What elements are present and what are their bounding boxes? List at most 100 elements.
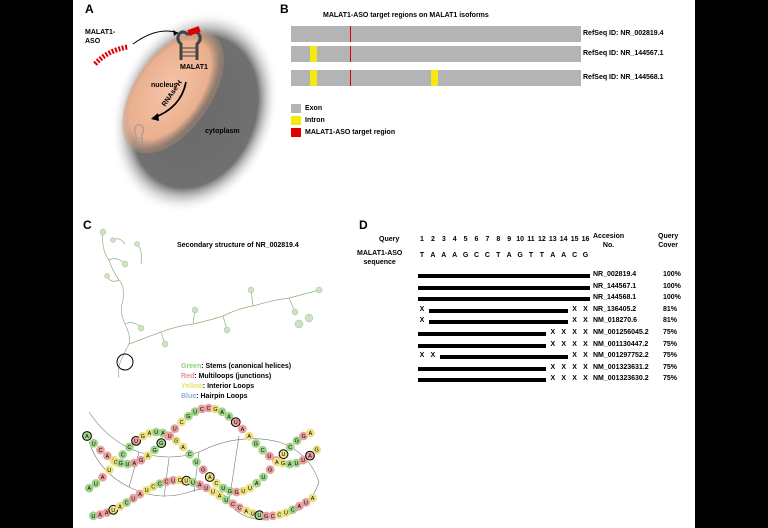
nucleotide-letter: U xyxy=(126,462,130,468)
nucleotide-node xyxy=(143,451,153,461)
legend-red: Red: Multiloops (junctions) xyxy=(181,373,271,380)
nucleotide-node xyxy=(218,483,228,493)
nucleotide-letter: C xyxy=(215,481,219,487)
nucleus-ellipse xyxy=(122,30,224,154)
nucleotide-letter: U xyxy=(107,468,111,474)
aso-icon xyxy=(93,44,129,66)
nucleotide-node xyxy=(232,487,242,497)
legend-blue-text: : Hairpin Loops xyxy=(196,393,248,400)
query-number: 7 xyxy=(485,236,490,243)
nucleotide-letter: U xyxy=(267,454,271,460)
aso-nucleotide: A xyxy=(441,252,447,259)
nucleotide-node xyxy=(138,431,148,441)
nucleotide-letter: C xyxy=(238,506,242,512)
aso-nucleotide: C xyxy=(572,252,578,259)
nucleotide-letter: A xyxy=(161,431,165,437)
query-number: 12 xyxy=(537,236,546,243)
nucleotide-letter: U xyxy=(295,461,299,467)
nucleotide-letter: G xyxy=(301,434,305,440)
row-cover: 75% xyxy=(663,363,678,371)
query-number: 13 xyxy=(548,236,557,243)
query-number: 15 xyxy=(570,236,579,243)
nucleotide-letter: C xyxy=(180,420,184,426)
nucleotide-node xyxy=(241,506,251,516)
row-accession: NM_001323631.2 xyxy=(593,363,649,371)
intron-mark-2 xyxy=(310,46,317,62)
aso-nucleotide: T xyxy=(496,252,501,259)
legend-red-key: Red xyxy=(181,373,195,380)
legend-yellow-text: : Interior Loops xyxy=(202,383,255,390)
nucleotide-node xyxy=(305,450,315,461)
nucleotide-node xyxy=(238,486,248,496)
legend-intron-label: Intron xyxy=(305,117,325,124)
legend-blue: Blue: Hairpin Loops xyxy=(181,393,248,400)
mismatch-mark: X xyxy=(572,340,577,348)
nucleotide-letter: A xyxy=(105,511,109,517)
alignment-bar xyxy=(439,355,568,360)
nucleotide-node xyxy=(122,498,131,507)
nucleotide-node xyxy=(170,424,180,433)
nucleotide-letter: A xyxy=(146,454,150,460)
nucleus-label: nucleus xyxy=(151,82,178,89)
nucleotide-node xyxy=(151,427,161,437)
nucleotide-letter: G xyxy=(281,461,285,467)
alignment-bar xyxy=(418,378,546,383)
mismatch-mark: X xyxy=(572,329,577,336)
nucleotide-letter: C xyxy=(125,501,129,507)
mismatch-mark: X xyxy=(583,329,588,336)
nucleotide-letter: A xyxy=(308,431,312,437)
nucleotide-letter: A xyxy=(87,486,91,492)
nucleotide-node xyxy=(171,436,181,446)
nucleotide-node xyxy=(148,482,158,492)
row-cover: 81% xyxy=(663,317,678,325)
aso-target-mark-2 xyxy=(350,46,351,62)
mismatch-mark: X xyxy=(561,375,567,383)
refseq-label-2: RefSeq ID: NR_144567.1 xyxy=(583,50,664,57)
nucleotide-node xyxy=(259,472,268,482)
mismatch-mark: X xyxy=(561,340,567,348)
row-accession: NR_136405.2 xyxy=(593,305,637,313)
panel-b-letter: B xyxy=(280,2,289,16)
aso-nucleotide: G xyxy=(462,252,469,259)
nucleotide-letter: G xyxy=(159,441,163,447)
aso-label: MALAT1- ASO xyxy=(85,29,116,45)
query-number: 2 xyxy=(430,236,435,243)
nucleotide-letter: A xyxy=(308,454,312,460)
nucleotide-letter: G xyxy=(174,439,178,445)
query-number: 10 xyxy=(516,236,524,243)
mismatch-mark: X xyxy=(572,317,577,325)
nucleotide-letter: C xyxy=(277,513,281,519)
nucleotide-letter: C xyxy=(271,514,275,520)
nucleotide-letter: A xyxy=(198,483,202,489)
nucleotide-letter: U xyxy=(204,486,208,492)
panel-a-letter: A xyxy=(85,2,94,16)
nucleotide-node xyxy=(298,455,308,465)
mismatch-mark: X xyxy=(583,375,588,383)
nucleotide-letter: A xyxy=(138,492,142,498)
row-cover: 75% xyxy=(663,329,678,336)
nucleotide-node xyxy=(184,411,193,421)
mismatch-mark: X xyxy=(561,329,567,336)
nucleotide-letter: C xyxy=(158,482,162,488)
nucleotide-node xyxy=(252,478,262,488)
cytoplasm-label: cytoplasm xyxy=(205,128,240,135)
row-accession: NM_001130447.2 xyxy=(593,340,649,348)
nucleotide-node xyxy=(162,477,171,486)
alignment-bar xyxy=(418,297,590,302)
aso-nucleotide: A xyxy=(506,252,512,259)
nucleotide-node xyxy=(225,486,235,496)
nucleotide-node xyxy=(156,438,167,448)
nucleotide-node xyxy=(128,493,138,503)
aso-nucleotide: G xyxy=(582,252,589,259)
nucleotide-letter: U xyxy=(154,430,158,436)
alignment-bar xyxy=(418,274,590,278)
nucleotide-node xyxy=(131,436,141,446)
nucleotide-letter: C xyxy=(261,448,265,454)
nucleotide-letter: C xyxy=(165,480,169,486)
nucleotide-node xyxy=(89,438,99,448)
nucleotide-node xyxy=(217,407,227,417)
nucleotide-node xyxy=(192,457,201,467)
mismatch-mark: X xyxy=(550,375,556,383)
mismatch-mark: X xyxy=(572,352,577,360)
nucleotide-node xyxy=(292,436,302,446)
